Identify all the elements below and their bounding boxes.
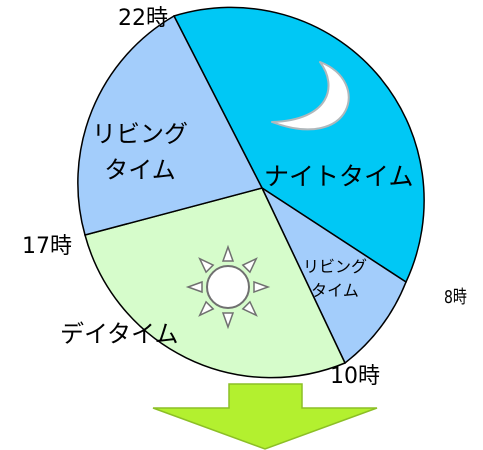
living-time-morning-line1: リビング bbox=[303, 257, 368, 276]
living-time-morning-label: リビング タイム bbox=[303, 255, 367, 303]
down-arrow-icon bbox=[152, 383, 378, 450]
day-time-label: デイタイム bbox=[60, 320, 179, 348]
segment-living-evening bbox=[77, 14, 264, 236]
living-time-morning-line2: タイム bbox=[311, 281, 359, 300]
time-label-10: 10時 bbox=[330, 364, 380, 389]
time-label-17: 17時 bbox=[22, 234, 72, 259]
living-time-evening-line1: リビング bbox=[92, 120, 188, 148]
time-label-8: 8時 bbox=[444, 287, 467, 308]
segment-living-morning bbox=[260, 185, 407, 365]
moon-icon bbox=[271, 61, 350, 131]
living-time-evening-label: リビング タイム bbox=[92, 116, 188, 188]
segment-night bbox=[172, 6, 425, 284]
sun-icon bbox=[185, 244, 271, 330]
living-time-evening-line2: タイム bbox=[104, 156, 176, 184]
time-label-22: 22時 bbox=[118, 6, 168, 31]
night-time-label: ナイトタイム bbox=[264, 162, 414, 191]
